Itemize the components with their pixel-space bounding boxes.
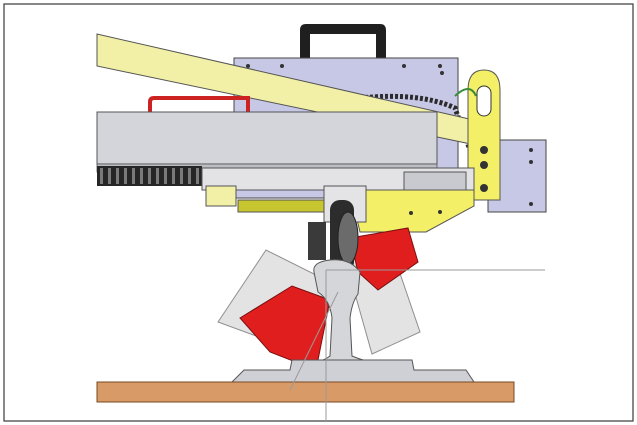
red-lever	[148, 96, 250, 116]
gear-rack	[97, 166, 202, 186]
wooden-sleeper	[96, 381, 515, 403]
rail-profile	[289, 259, 405, 379]
border-frame	[3, 3, 634, 422]
lower-frame	[349, 189, 475, 233]
tie-plate	[230, 359, 475, 383]
grinding-blade	[239, 227, 419, 371]
reference-lines	[289, 269, 545, 421]
carry-handle	[300, 24, 386, 62]
horizontal-beam	[96, 111, 438, 173]
cable	[454, 88, 477, 97]
drive-chain	[359, 93, 473, 151]
pivot-bracket	[467, 69, 501, 201]
